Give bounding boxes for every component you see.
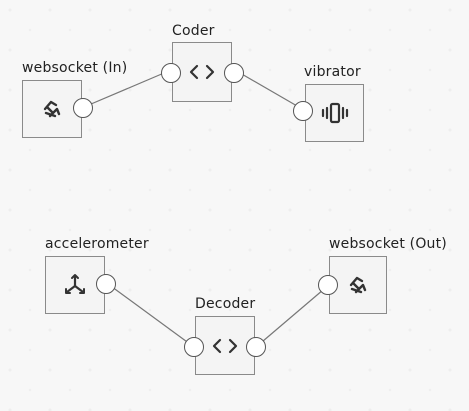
wire-coder-to-vibrator [239, 72, 305, 111]
code-brackets-icon [189, 63, 215, 81]
accelerometer-node[interactable] [45, 256, 105, 314]
coder-node[interactable] [172, 42, 232, 102]
coder-input-port[interactable] [161, 63, 181, 83]
coder-output-port[interactable] [224, 63, 244, 83]
code-brackets-icon [212, 337, 238, 355]
websocket-out-node[interactable] [329, 256, 387, 314]
coder-label: Coder [172, 23, 215, 39]
accelerometer-label: accelerometer [45, 236, 149, 252]
vibrate-icon [321, 101, 349, 125]
wire-websocket-in-to-coder [83, 72, 165, 108]
wire-decoder-to-websocket-out [255, 283, 331, 348]
websocket-in-label: websocket (In) [22, 60, 128, 76]
vibrator-label: vibrator [304, 64, 361, 80]
websocket-out-input-port[interactable] [318, 275, 338, 295]
wire-accelerometer-to-decoder [107, 283, 195, 348]
websocket-in-node[interactable] [22, 80, 82, 138]
accelerometer-output-port[interactable] [96, 274, 116, 294]
websocket-out-label: websocket (Out) [329, 236, 447, 252]
axes-icon [63, 273, 87, 297]
websocket-icon [40, 97, 64, 121]
vibrator-input-port[interactable] [293, 101, 313, 121]
websocket-in-output-port[interactable] [73, 98, 93, 118]
decoder-input-port[interactable] [184, 337, 204, 357]
websocket-icon [346, 273, 370, 297]
decoder-output-port[interactable] [246, 337, 266, 357]
vibrator-node[interactable] [305, 84, 364, 142]
decoder-label: Decoder [195, 296, 256, 312]
